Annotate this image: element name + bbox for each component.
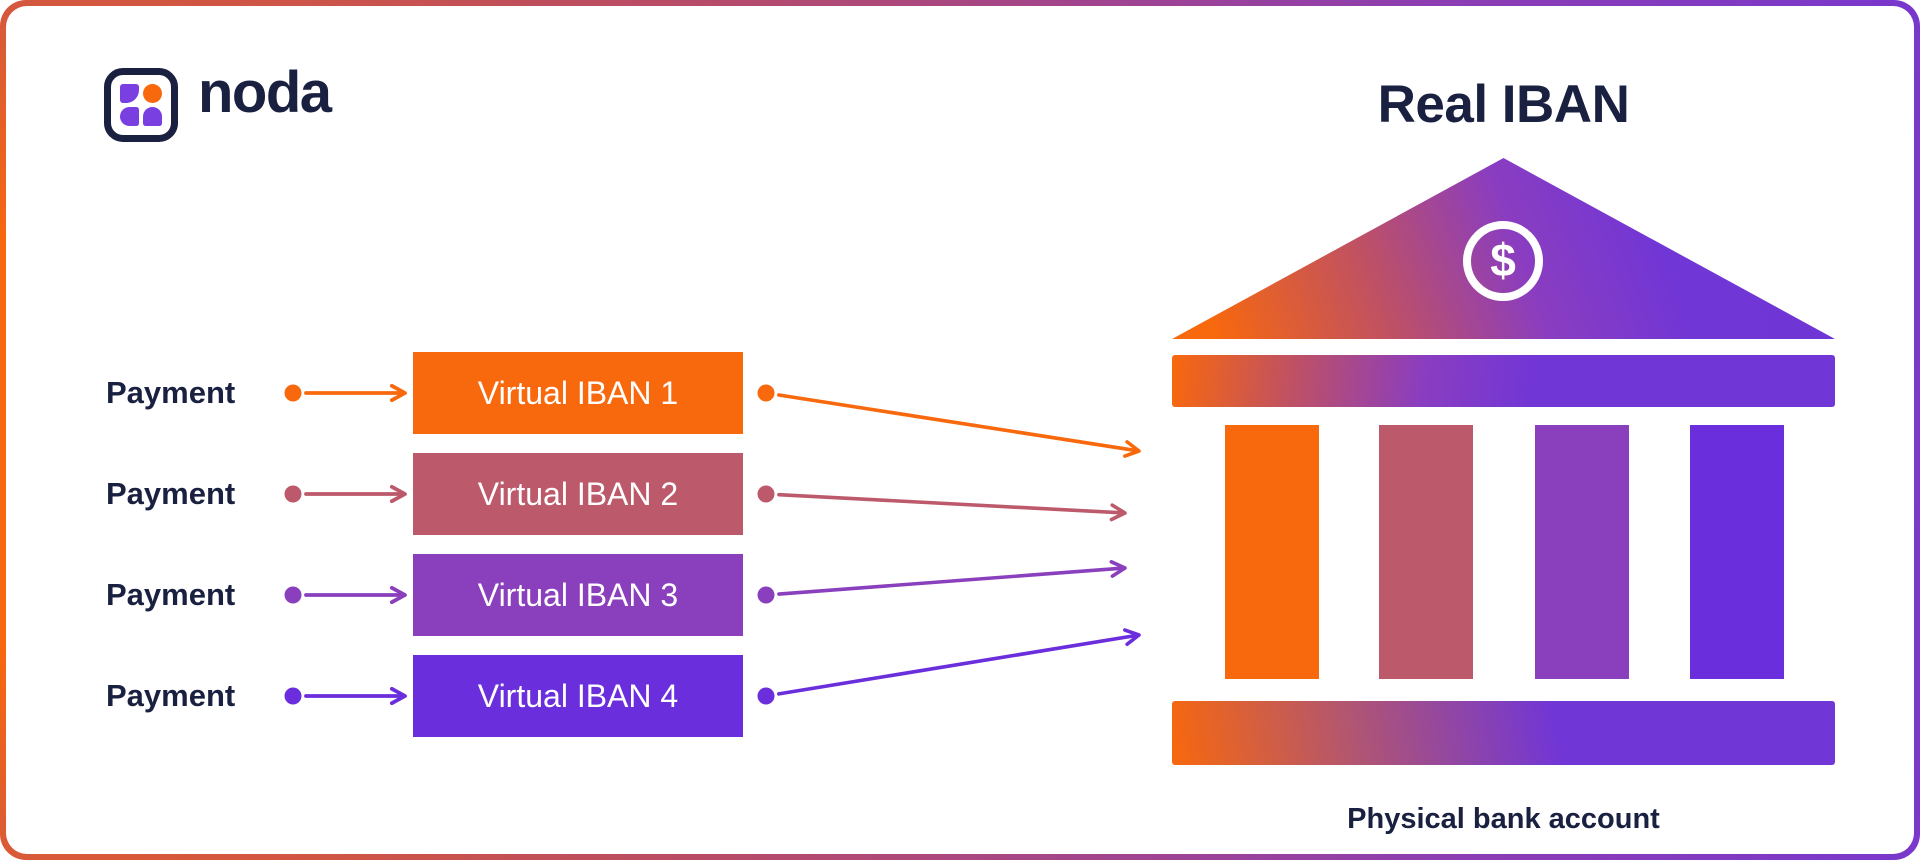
bank-column: [1379, 425, 1473, 679]
diagram-canvas: noda Real IBAN Payment Virtual IBAN 1 Pa…: [6, 6, 1914, 854]
payment-row: Payment Virtual IBAN 2: [6, 453, 1914, 535]
virtual-iban-box: Virtual IBAN 4: [413, 655, 743, 737]
virtual-iban-box: Virtual IBAN 3: [413, 554, 743, 636]
payment-label: Payment: [106, 678, 236, 713]
payment-label: Payment: [106, 476, 236, 511]
bank-architrave: [1172, 355, 1835, 407]
payment-label: Payment: [106, 375, 236, 410]
bank-illustration: $: [1172, 158, 1835, 765]
virtual-iban-box: Virtual IBAN 2: [413, 453, 743, 535]
payment-row: Payment Virtual IBAN 1: [6, 352, 1914, 434]
bank-base: [1172, 701, 1835, 765]
bank-pediment: $: [1172, 158, 1835, 339]
bank-column: [1225, 425, 1319, 679]
logo-dome-icon: [143, 107, 162, 126]
dollar-sign: $: [1490, 234, 1516, 286]
payment-row: Payment Virtual IBAN 4: [6, 655, 1914, 737]
dollar-coin-icon: $: [1463, 221, 1543, 301]
payment-label: Payment: [106, 577, 236, 612]
logo-rounded-square-icon: [120, 84, 139, 103]
real-iban-heading: Real IBAN: [1377, 75, 1630, 134]
bank-column: [1690, 425, 1784, 679]
logo-half-disc-icon: [120, 107, 139, 126]
bank-caption: Physical bank account: [1347, 803, 1660, 835]
brand-wordmark: noda: [198, 60, 332, 125]
payment-row: Payment Virtual IBAN 3: [6, 554, 1914, 636]
logo-circle-icon: [143, 84, 162, 103]
virtual-iban-box: Virtual IBAN 1: [413, 352, 743, 434]
noda-logo-icon: [104, 68, 178, 142]
bank-column: [1535, 425, 1629, 679]
